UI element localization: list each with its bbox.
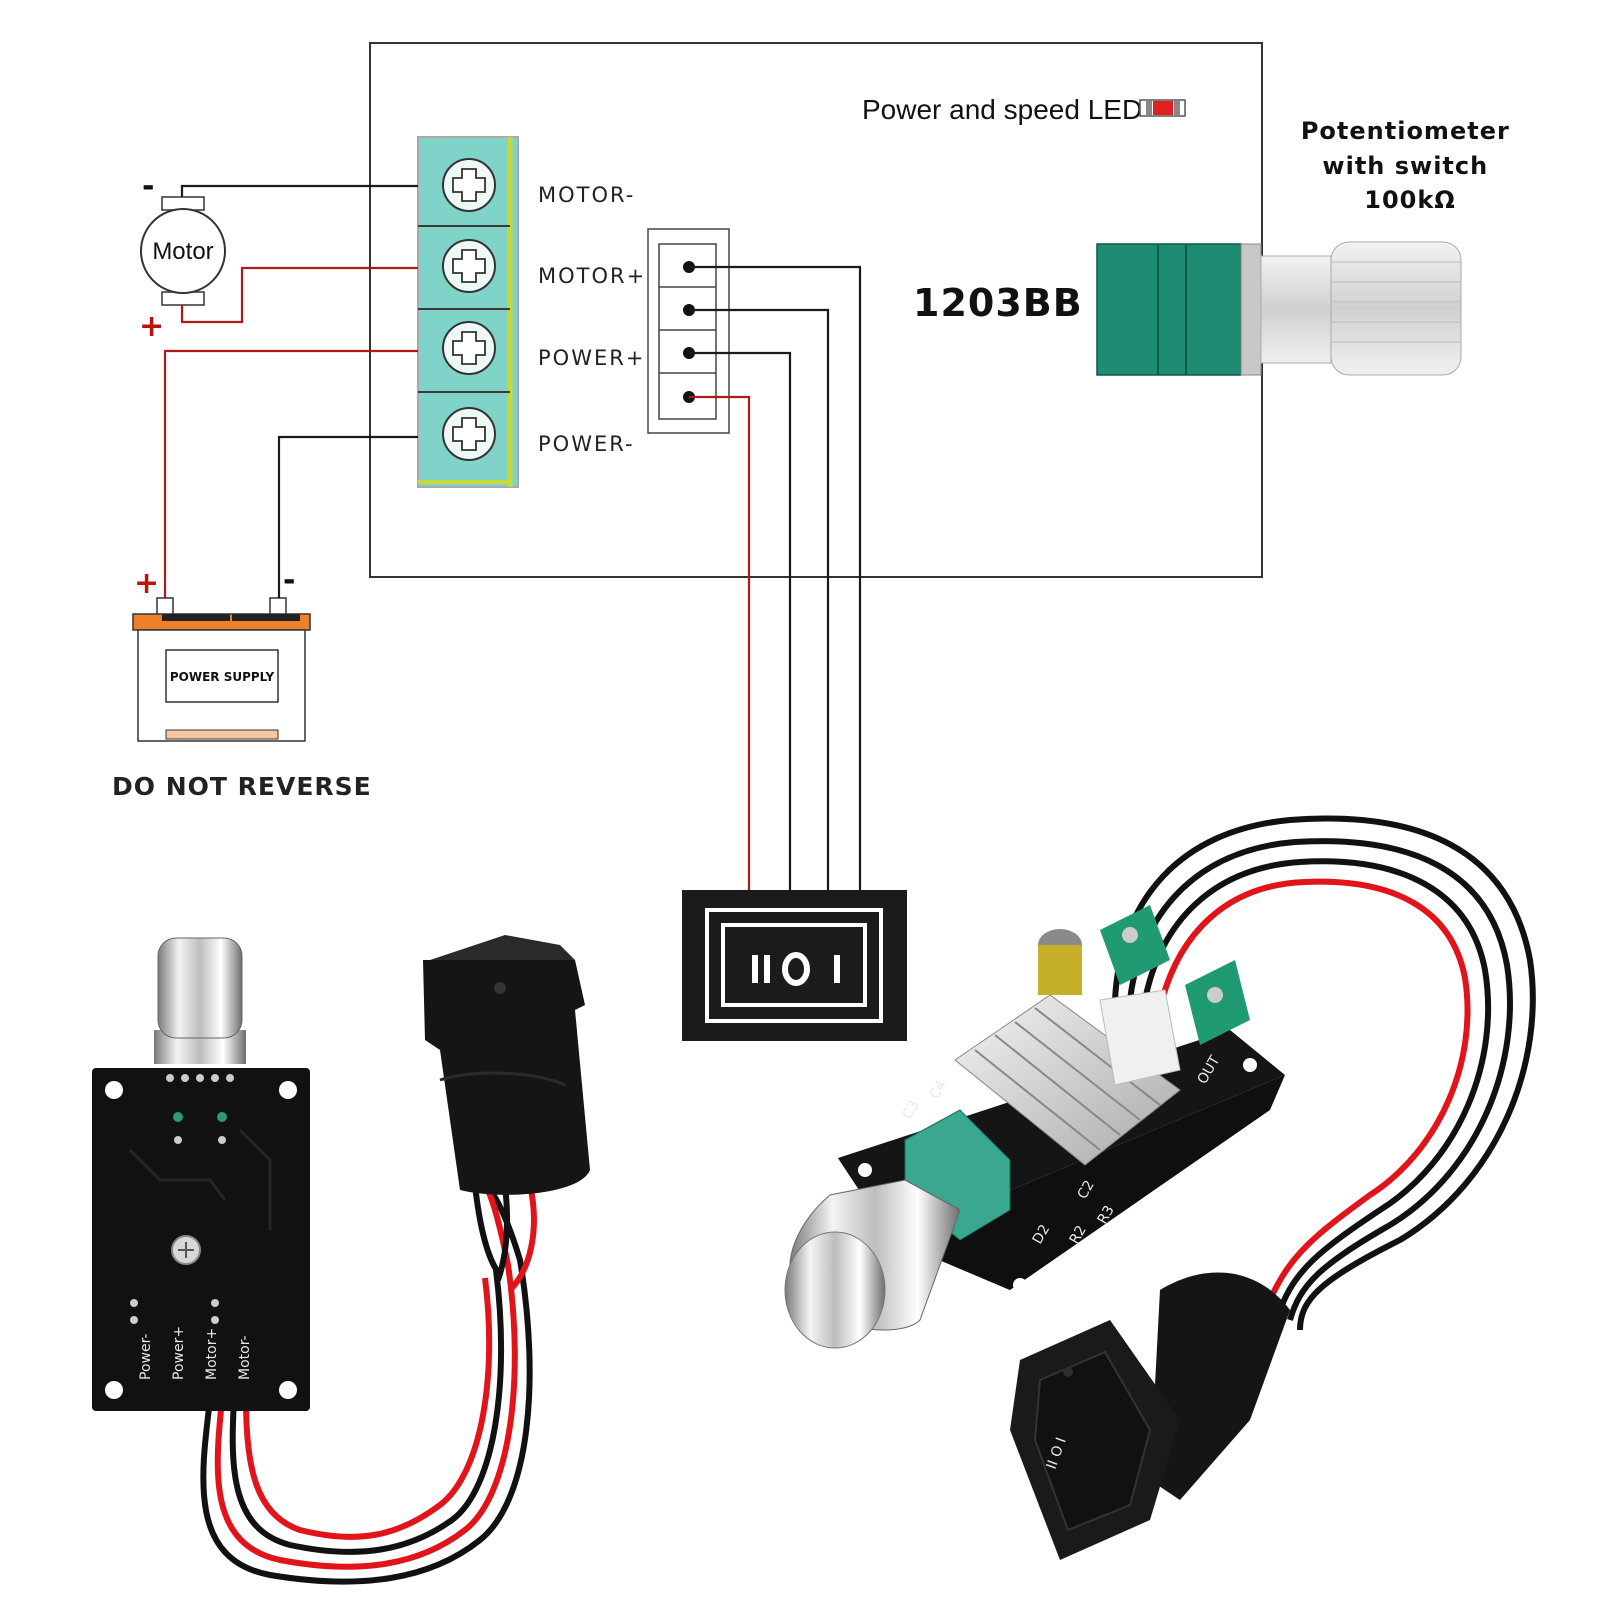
led-label: Power and speed LED (862, 94, 1142, 125)
terminal-label-power-plus: POWER+ (538, 346, 645, 370)
pcb-label-c4: C4 (927, 1078, 950, 1102)
pcb-label-c3: C3 (900, 1098, 923, 1122)
pcb-label-motor-plus: Motor+ (204, 1328, 220, 1380)
pcb-label-motor-minus: Motor- (237, 1335, 253, 1380)
pcb-label-power-minus: Power- (138, 1334, 154, 1380)
led-icon (1139, 99, 1186, 117)
rocker-switch-photo-small (423, 935, 590, 1195)
wire-switch-4 (689, 395, 751, 890)
motor-plus-sign: + (139, 309, 164, 344)
wire-switch-1 (689, 265, 862, 890)
wire-motor-minus (180, 184, 418, 197)
terminal-label-power-minus: POWER- (538, 432, 635, 456)
wire-switch-2 (689, 308, 830, 890)
motor-minus-sign: - (142, 169, 154, 204)
rocker-switch-icon (682, 890, 907, 1041)
potentiometer-icon (1096, 241, 1462, 376)
potentiometer-label: Potentiometer with switch 100kΩ (1301, 117, 1519, 214)
wire-power-plus (163, 349, 418, 598)
terminal-screw-icon (442, 407, 496, 461)
motor-icon (140, 196, 226, 306)
terminal-screw-icon (442, 158, 496, 212)
rocker-switch-photo-large: II O I (1010, 1272, 1290, 1560)
power-supply-label: POWER SUPPLY (170, 670, 275, 684)
battery-minus-sign: - (283, 563, 295, 598)
pcb-back-photo: Power- Power+ Motor+ Motor- (92, 937, 537, 1585)
pcb-label-power-plus: Power+ (171, 1326, 187, 1380)
pcb-front-photo: OUT C3 C4 C2 R2 R3 D2 (784, 815, 1536, 1349)
terminal-screw-icon (442, 321, 496, 375)
wire-switch-3 (689, 351, 792, 890)
battery-plus-sign: + (134, 566, 159, 601)
terminal-label-motor-plus: MOTOR+ (538, 264, 646, 288)
terminal-label-motor-minus: MOTOR- (538, 183, 635, 207)
terminal-screw-icon (442, 239, 496, 293)
warning-label: DO NOT REVERSE (112, 772, 372, 801)
battery-icon (132, 597, 311, 742)
model-label: 1203BB (913, 281, 1083, 325)
switch-connector (647, 228, 730, 434)
wire-power-minus (277, 435, 418, 598)
wire-motor-plus (180, 266, 418, 324)
motor-label: Motor (152, 238, 213, 265)
